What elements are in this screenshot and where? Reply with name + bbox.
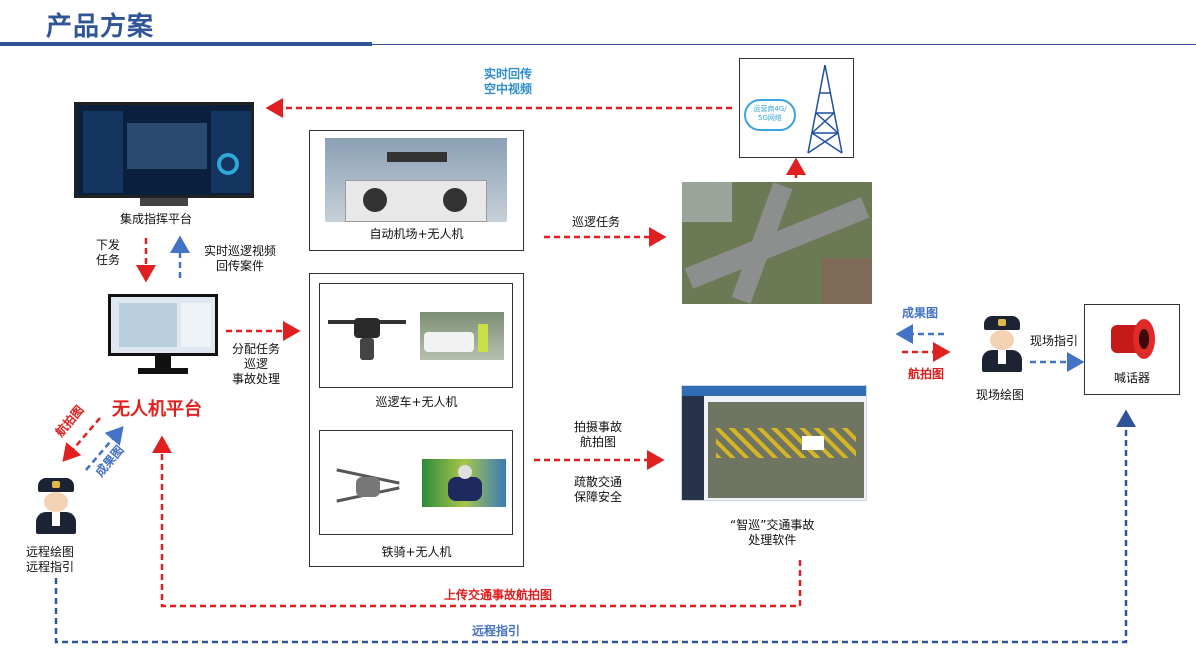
assign-tasks-label: 分配任务 巡逻 事故处理 (232, 342, 281, 386)
cloud-icon: 运营商4G/ 5G网络 (744, 99, 796, 131)
uav-platform-monitor (108, 294, 218, 380)
airport-photo (325, 138, 507, 222)
speaker-icon (1107, 319, 1157, 359)
speaker-label: 喊话器 (1113, 371, 1150, 385)
result-map-right-label: 成果图 (902, 306, 939, 320)
title-underline (0, 42, 372, 46)
command-platform-label: 集成指挥平台 (120, 212, 193, 226)
remote-officer-avatar (34, 478, 78, 536)
arrow-upload (152, 435, 802, 608)
patrol-group-box: 巡逻车+无人机 铁骑+无人机 (309, 273, 524, 567)
iron-rider-photo (422, 459, 506, 507)
realtime-patrol-label: 实时巡逻视频 回传案件 (204, 244, 277, 273)
field-officer-avatar (980, 316, 1024, 374)
patrol-task-label: 巡逻任务 (572, 215, 621, 229)
upload-aerial-label: 上传交通事故航拍图 (444, 588, 553, 602)
patrol-car-box (319, 283, 513, 388)
airport-label: 自动机场+无人机 (369, 227, 464, 241)
remote-user-label: 远程绘图 远程指引 (26, 545, 75, 574)
command-platform-node (74, 102, 254, 208)
aerial-map-right-label: 航拍图 (908, 367, 945, 381)
cloud-network-label: 运营商4G/ 5G网络 (753, 105, 787, 122)
aerial-intersection-photo (682, 182, 872, 304)
iron-rider-label: 铁骑+无人机 (381, 545, 452, 559)
monitor-screen (74, 102, 254, 198)
software-screenshot (681, 385, 867, 501)
iron-rider-box (319, 430, 513, 535)
remote-guide-label: 远程指引 (472, 624, 521, 638)
airport-box: 自动机场+无人机 (309, 130, 524, 251)
network-tower-box: 运营商4G/ 5G网络 (739, 58, 854, 158)
drone-icon (328, 310, 406, 364)
header-rule (372, 44, 1196, 45)
software-label: “智巡”交通事故 处理软件 (730, 518, 815, 547)
uav-platform-label: 无人机平台 (112, 399, 202, 420)
dispatch-task-label: 下发 任务 (96, 238, 121, 267)
page-title: 产品方案 (46, 12, 155, 42)
patrol-car-photo (420, 312, 504, 360)
tower-icon (807, 64, 843, 154)
realtime-aerial-label: 实时回传 空中视频 (484, 67, 533, 96)
shoot-accident-label: 拍摄事故 航拍图 (574, 420, 623, 449)
speaker-box: 喊话器 (1084, 304, 1180, 395)
arrow-remote-guide (54, 409, 1136, 644)
field-user-label: 现场绘图 (976, 388, 1025, 402)
foldable-drone-icon (336, 468, 400, 503)
field-guide-label: 现场指引 (1030, 334, 1079, 348)
clear-traffic-label: 疏散交通 保障安全 (574, 475, 623, 504)
patrol-car-label: 巡逻车+无人机 (375, 395, 458, 409)
